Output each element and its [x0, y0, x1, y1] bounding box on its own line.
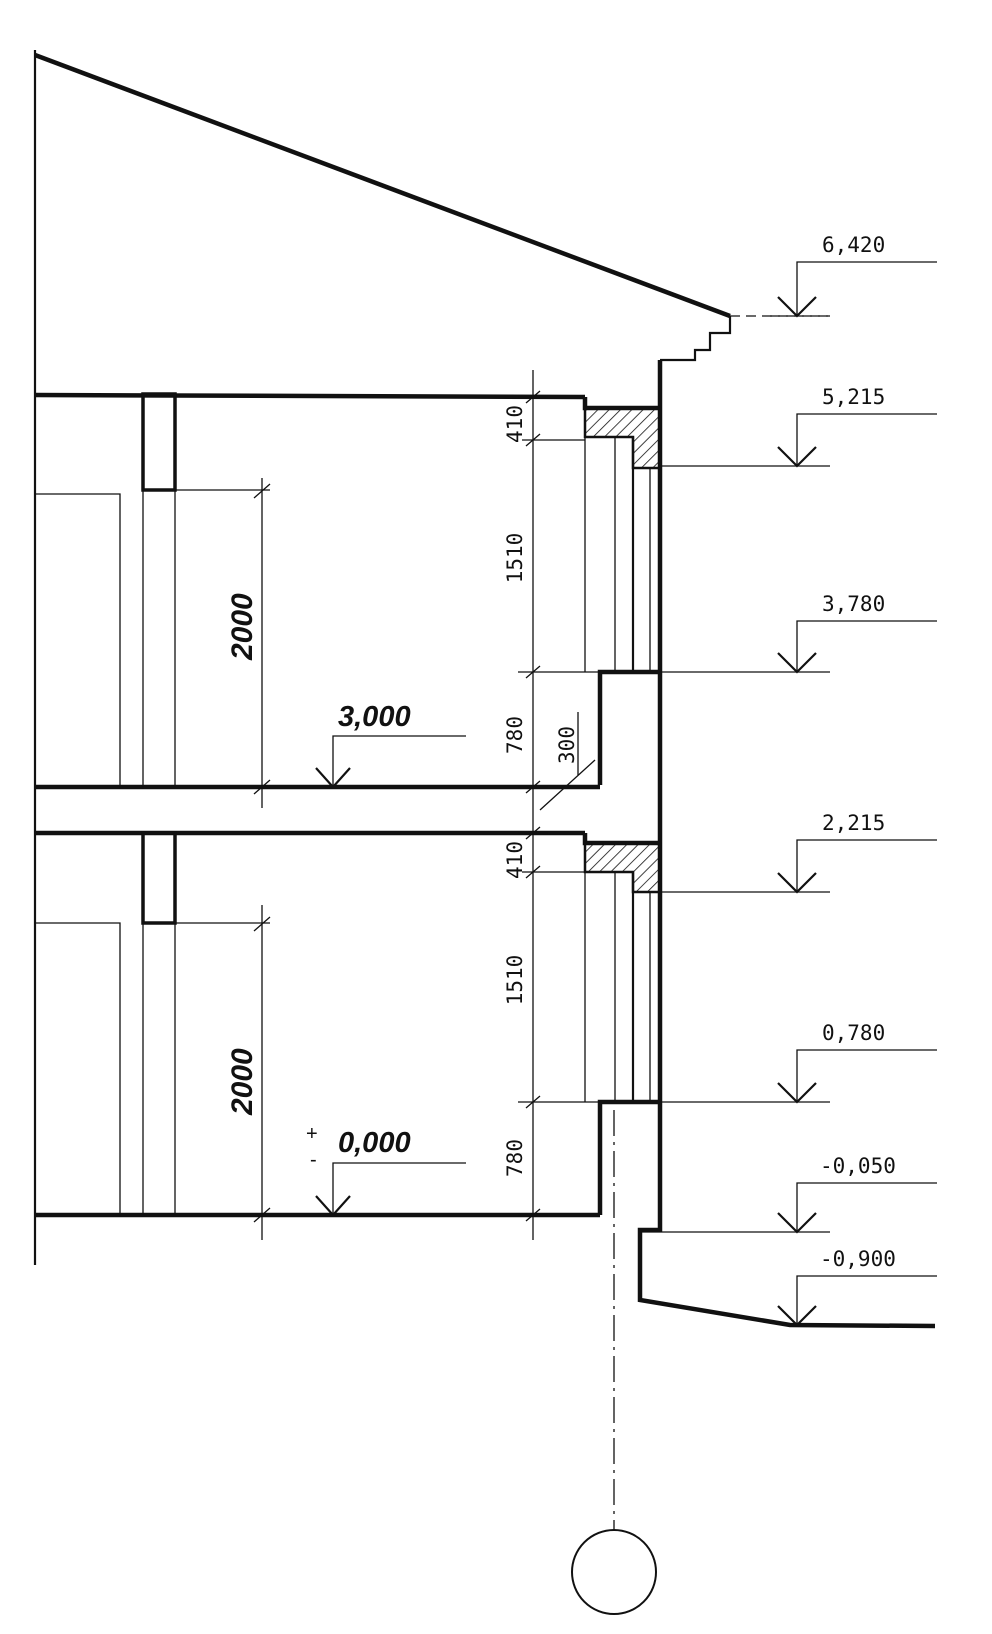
elevation-mark-3780: 3,780 — [660, 592, 937, 674]
door-height-tick — [253, 483, 271, 499]
upper-door-frame — [35, 493, 121, 787]
lower-door-lintel — [141, 831, 177, 925]
upper-lintel — [583, 406, 662, 470]
facade-wall — [637, 360, 936, 1329]
upper-lintel-top — [582, 397, 660, 411]
axis-marker-circle — [571, 1529, 657, 1615]
cornice — [660, 316, 732, 362]
dim-slash-ticks — [525, 390, 541, 1222]
elevation-mark-5215: 5,215 — [660, 385, 937, 468]
level-mark-ground-floor: 0,000 + - — [306, 1123, 466, 1217]
svg-text:0,780: 0,780 — [822, 1021, 885, 1045]
lower-door-frame — [35, 922, 121, 1215]
elevation-mark-6420: 6,420 — [770, 233, 937, 318]
lower-sill — [597, 1099, 660, 1215]
door-height-upper: 2000 — [226, 593, 259, 661]
elevation-mark-2215: 2,215 — [660, 811, 937, 894]
upper-sill — [597, 669, 660, 785]
svg-text:2,215: 2,215 — [822, 811, 885, 835]
level-mark-upper-floor: 3,000 — [315, 701, 466, 789]
offset-dim-leader — [539, 759, 596, 811]
svg-text:3,000: 3,000 — [338, 701, 411, 733]
lower-lintel — [583, 841, 662, 894]
dim-780-upper: 780 — [503, 716, 527, 754]
dim-300-offset: 300 — [555, 726, 579, 764]
door-height-tick — [253, 916, 271, 932]
dim-1510-upper: 1510 — [503, 533, 527, 584]
svg-text:-0,900: -0,900 — [820, 1247, 896, 1271]
dim-780-lower: 780 — [503, 1139, 527, 1177]
door-height-tick — [253, 1207, 271, 1223]
svg-text:-0,050: -0,050 — [820, 1154, 896, 1178]
elevation-mark-0780: 0,780 — [660, 1021, 937, 1104]
svg-text:+: + — [306, 1123, 318, 1145]
svg-text:5,215: 5,215 — [822, 385, 885, 409]
roof-slope — [34, 52, 731, 319]
door-height-lower: 2000 — [226, 1048, 259, 1116]
door-height-tick — [253, 779, 271, 795]
lower-lintel-top — [582, 833, 660, 846]
elevation-mark-minus-0900: -0,900 — [777, 1247, 937, 1327]
upper-door-lintel — [141, 392, 177, 492]
svg-text:0,000: 0,000 — [338, 1127, 411, 1159]
upper-ceiling — [34, 392, 586, 400]
dim-410-lower: 410 — [503, 841, 527, 879]
elevation-mark-minus-0050: -0,050 — [640, 1154, 937, 1234]
svg-text:3,780: 3,780 — [822, 592, 885, 616]
dim-1510-lower: 1510 — [503, 955, 527, 1006]
svg-text:-: - — [310, 1149, 317, 1171]
svg-text:6,420: 6,420 — [822, 233, 885, 257]
dim-410-upper: 410 — [503, 405, 527, 443]
